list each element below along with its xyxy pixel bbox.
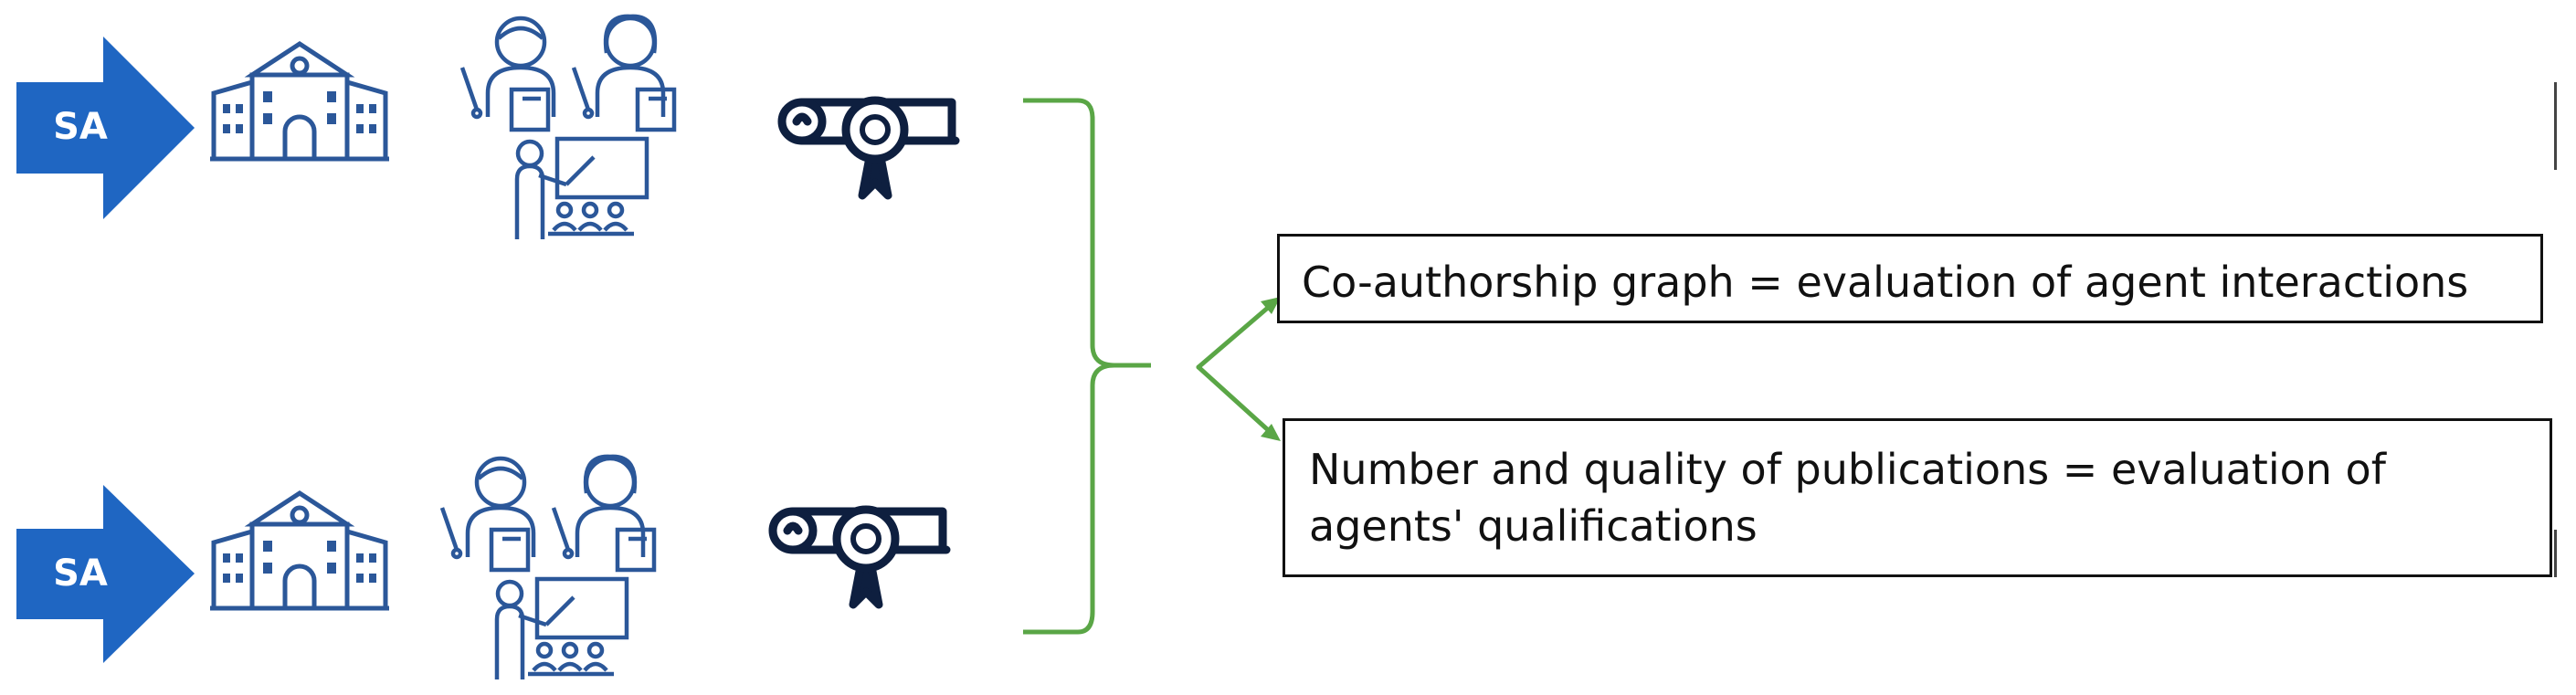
branch-arrows (1196, 297, 1281, 441)
sa-label: SA (53, 553, 108, 595)
row-1: SA (0, 0, 1005, 265)
sa-arrow (16, 37, 195, 219)
slide-edge-mark (2554, 530, 2557, 577)
school-icon (210, 490, 389, 611)
arrowhead-down (1261, 424, 1281, 441)
curly-bracket (1023, 98, 1151, 635)
school-icon (210, 41, 389, 162)
slide-edge-mark (2554, 82, 2557, 170)
teachers-icon (439, 454, 657, 679)
output-text-line-2: agents' qualifications (1309, 501, 1758, 551)
diploma-icon (777, 96, 960, 200)
teachers-icon (459, 14, 677, 239)
output-box-coauthorship: Co-authorship graph = evaluation of agen… (1277, 234, 2543, 323)
output-text: Co-authorship graph = evaluation of agen… (1302, 258, 2469, 307)
row-2: SA (0, 446, 1005, 695)
sa-arrow (16, 485, 195, 663)
arrowhead-up (1261, 297, 1281, 314)
output-text-line-1: Number and quality of publications = eva… (1309, 445, 2386, 494)
output-box-publications: Number and quality of publications = eva… (1283, 418, 2552, 577)
diploma-icon (768, 505, 951, 609)
sa-label: SA (53, 106, 108, 148)
